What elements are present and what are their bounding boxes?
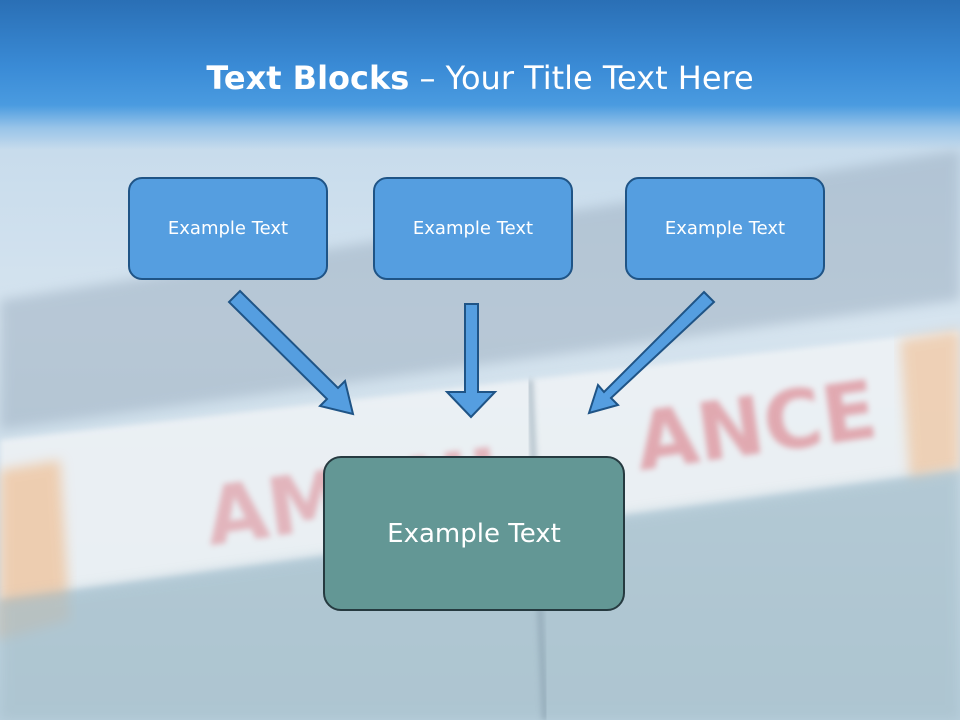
text-block-1-label: Example Text (167, 218, 289, 239)
main-text-block-label: Example Text (387, 518, 561, 549)
text-block-2-label: Example Text (412, 218, 534, 239)
slide-title: Text Blocks – Your Title Text Here (0, 56, 960, 100)
text-block-3[interactable]: Example Text (625, 177, 825, 280)
main-text-block[interactable]: Example Text (323, 456, 625, 611)
title-bold: Text Blocks (206, 59, 410, 97)
text-block-3-label: Example Text (664, 218, 786, 239)
text-block-2[interactable]: Example Text (373, 177, 573, 280)
title-rest: – Your Title Text Here (409, 59, 754, 97)
title-band (0, 0, 960, 150)
text-block-1[interactable]: Example Text (128, 177, 328, 280)
